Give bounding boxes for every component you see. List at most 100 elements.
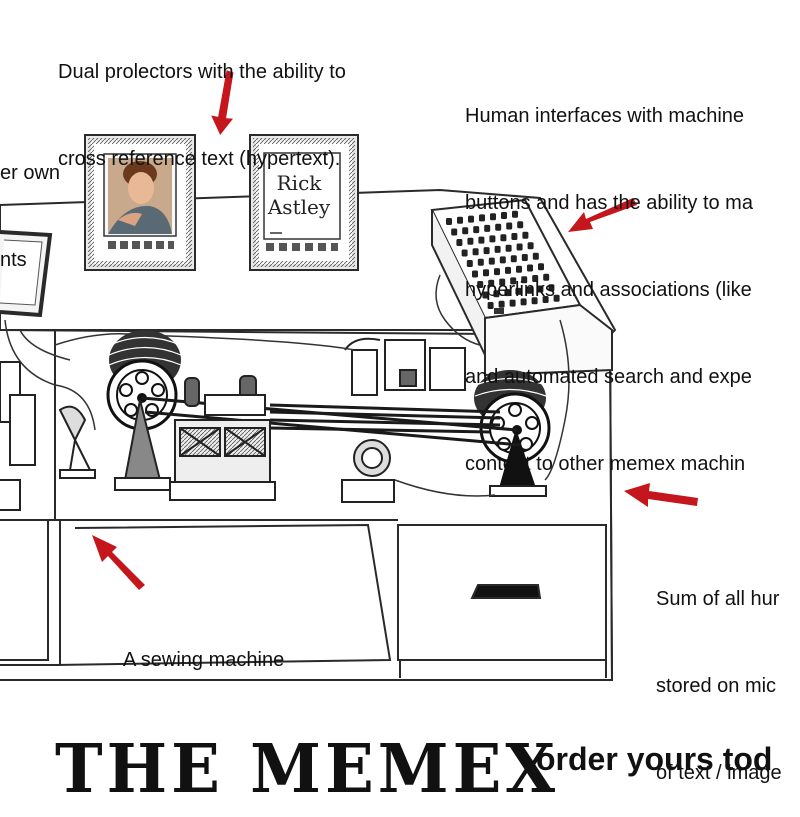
keyboard-key [456, 239, 463, 246]
keyboard-key [487, 302, 494, 309]
caption-line: er own [0, 162, 61, 184]
caption-line: content to other memex machin [465, 453, 746, 475]
screen-text-line: Astley [267, 195, 331, 219]
keyboard-key [494, 245, 501, 253]
keyboard-key [521, 276, 528, 284]
keyboard-key [472, 248, 479, 256]
caption-left-cropped: er own nts [0, 101, 60, 304]
keyboard-key [501, 212, 507, 219]
keyboard-key [483, 269, 489, 277]
caption-sewing-machine: A sewing machine [123, 588, 284, 704]
keyboard-key [511, 233, 518, 240]
keyboard-key [478, 236, 485, 244]
keyboard-key [473, 226, 480, 234]
caption-line: and automated search and expe [465, 366, 752, 388]
keyboard-key [499, 278, 506, 286]
keyboard-key [527, 242, 534, 250]
keyboard-key [466, 260, 473, 267]
keyboard-key [509, 299, 516, 307]
keyboard-key [512, 210, 518, 218]
keyboard-key [504, 289, 511, 297]
arrow-sewing [92, 535, 145, 590]
keyboard-key [517, 221, 524, 229]
keyboard-key [499, 256, 506, 264]
caption-line: stored on mic [656, 675, 777, 697]
keyboard-key [506, 222, 513, 230]
keyboard-key [510, 277, 517, 285]
keyboard-key [510, 255, 517, 263]
screen-text-line: Rick [276, 171, 322, 195]
left-monitor [0, 230, 53, 318]
arrow-projectors [211, 70, 234, 135]
portrait-projector [84, 134, 196, 271]
keyboard-key [498, 300, 505, 308]
keyboard-key [500, 234, 507, 242]
keyboard-key [505, 266, 511, 274]
keyboard-key [451, 228, 458, 236]
keyboard-key [488, 257, 495, 265]
keyboard-key [457, 216, 463, 224]
keyboard-key [526, 286, 533, 294]
caption-line: buttons and has the ability to ma [465, 192, 753, 214]
keyboard-key [532, 252, 539, 260]
keyboard-key [479, 214, 485, 222]
arrow-keyboard [568, 198, 637, 232]
keyboard-key [531, 297, 538, 305]
caption-line: A sewing machine [123, 649, 285, 671]
text-projector [249, 134, 359, 271]
keyboard-key [548, 284, 555, 292]
caption-line: cross reference text (hypertext). [58, 148, 341, 170]
keyboard-key [446, 218, 452, 225]
caption-projectors: Dual prolectors with the ability to cros… [58, 0, 346, 203]
keyboard-key [505, 244, 512, 252]
caption-line: hyperlinks and associations (like [465, 279, 752, 301]
left-gadgets [0, 361, 96, 511]
keyboard-key [532, 275, 539, 282]
memex-desk-drawing [0, 70, 698, 681]
left-film-reel [106, 330, 182, 491]
page-title: THE MEMEX [55, 730, 560, 809]
tagline: order yours tod [536, 741, 773, 777]
arrows [92, 70, 698, 590]
arrow-microfilm [624, 483, 698, 507]
memex-illustration: Dual prolectors with the ability to cros… [0, 0, 782, 809]
keyboard-key [483, 247, 490, 255]
cables [4, 274, 570, 497]
keyboard-key [462, 227, 469, 235]
keyboard-key [461, 249, 468, 257]
keyboard-key [477, 258, 484, 266]
keyboard-key [543, 273, 550, 281]
keyboard-key [553, 294, 560, 302]
keyboard-key [516, 243, 523, 251]
keyboard-key [515, 287, 522, 295]
caption-line: Dual prolectors with the ability to [58, 61, 346, 83]
caption-line: Human interfaces with machine [465, 105, 745, 127]
sewing-spool [341, 439, 395, 503]
keyboard-key [516, 265, 522, 273]
keyboard-key [494, 268, 500, 276]
button-keyboard [430, 198, 613, 377]
keyboard-key [477, 281, 484, 288]
keyboard-key [472, 270, 478, 278]
back-apparatus [344, 337, 466, 396]
keyboard-key [538, 263, 544, 271]
caption-line: nts [0, 249, 27, 271]
caption-line: Sum of all hur [656, 588, 780, 610]
keyboard-key [490, 213, 496, 221]
caption-sum-of-knowledge: Sum of all hur stored on mic of text / i… [656, 527, 782, 817]
keyboard-key [495, 223, 502, 231]
caption-line: of text / image [656, 762, 782, 784]
keyboard-key [520, 298, 527, 306]
keyboard-key [482, 291, 489, 299]
keyboard-key [484, 224, 491, 232]
keyboard-key [522, 231, 529, 239]
keyboard-key [527, 264, 533, 272]
keyboard-key [468, 215, 474, 223]
keyboard-key [493, 290, 500, 298]
keyboard-key [488, 279, 495, 287]
caption-human-interface: Human interfaces with machine buttons an… [465, 44, 753, 508]
keyboard-key [467, 237, 474, 245]
keyboard-key [537, 285, 544, 293]
keyboard-key [489, 235, 496, 243]
keyboard-key [542, 296, 549, 303]
